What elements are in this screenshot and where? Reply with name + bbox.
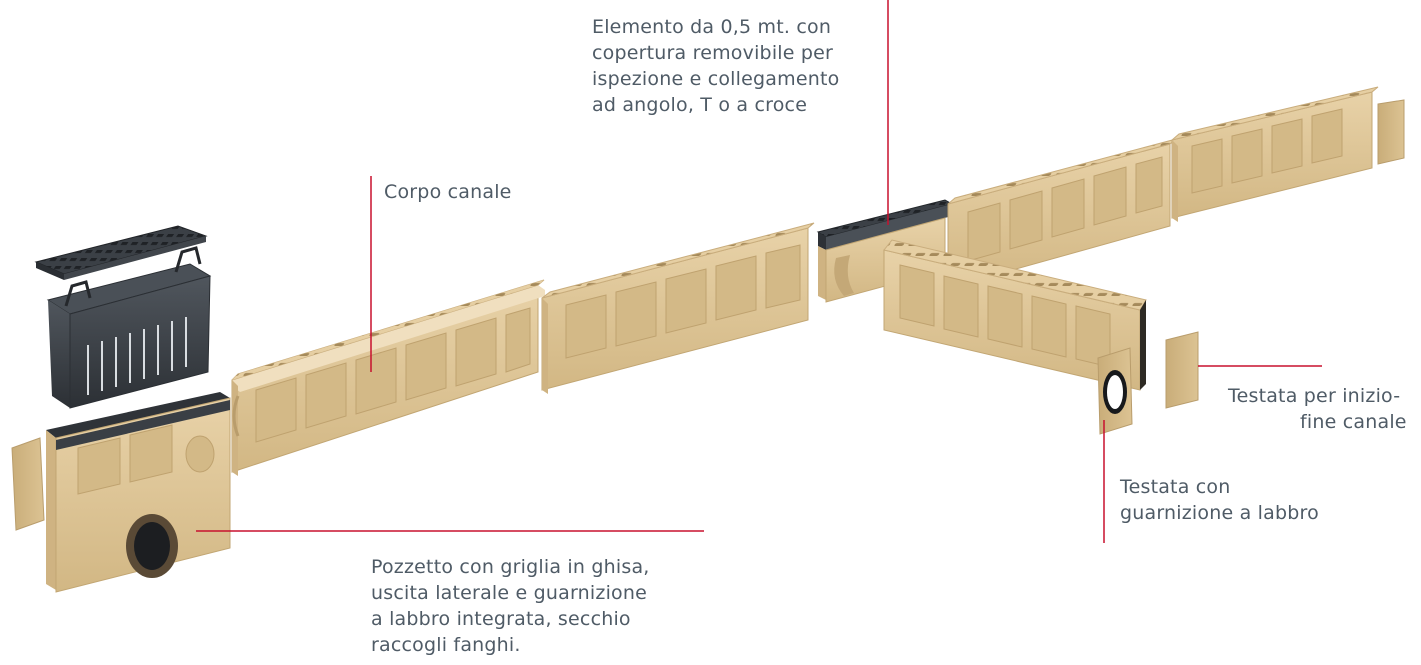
channel-body-1 [231, 279, 545, 476]
label-elemento-line-1: Elemento da 0,5 mt. con [592, 16, 832, 38]
plain-end-cap [1165, 331, 1199, 409]
label-elemento-line-2: copertura removibile per [592, 42, 834, 64]
label-pozzetto-line-3: a labbro integrata, secchio [371, 608, 631, 630]
label-elemento: Elemento da 0,5 mt. con copertura removi… [592, 14, 839, 118]
leader-lines [196, 0, 1322, 543]
label-testata-inizio: Testata per inizio- fine canale [1228, 383, 1407, 435]
label-corpo-line-1: Corpo canale [384, 181, 512, 203]
channel-body-4 [1171, 86, 1405, 222]
channel-body-2 [541, 222, 815, 394]
label-testata-guarnizione: Testata con guarnizione a labbro [1120, 474, 1319, 526]
label-pozzetto: Pozzetto con griglia in ghisa, uscita la… [371, 554, 650, 658]
catch-basin [11, 225, 231, 593]
label-pozzetto-line-2: uscita laterale e guarnizione [371, 582, 648, 604]
label-testata-inizio-line-1: Testata per inizio- [1228, 385, 1401, 407]
label-elemento-line-4: ad angolo, T o a croce [592, 94, 808, 116]
label-pozzetto-line-1: Pozzetto con griglia in ghisa, [371, 556, 650, 578]
label-testata-guarnizione-line-1: Testata con [1120, 476, 1231, 498]
gasket-end-cap [1097, 347, 1133, 435]
label-testata-guarnizione-line-2: guarnizione a labbro [1120, 502, 1319, 524]
inspection-element [816, 199, 954, 303]
label-elemento-line-3: ispezione e collegamento [592, 68, 840, 90]
channel-branch [883, 239, 1147, 391]
label-testata-inizio-line-2: fine canale [1300, 411, 1407, 433]
label-pozzetto-line-4: raccogli fanghi. [371, 634, 521, 656]
channel-body-3 [947, 138, 1177, 289]
label-corpo-canale: Corpo canale [384, 179, 512, 205]
